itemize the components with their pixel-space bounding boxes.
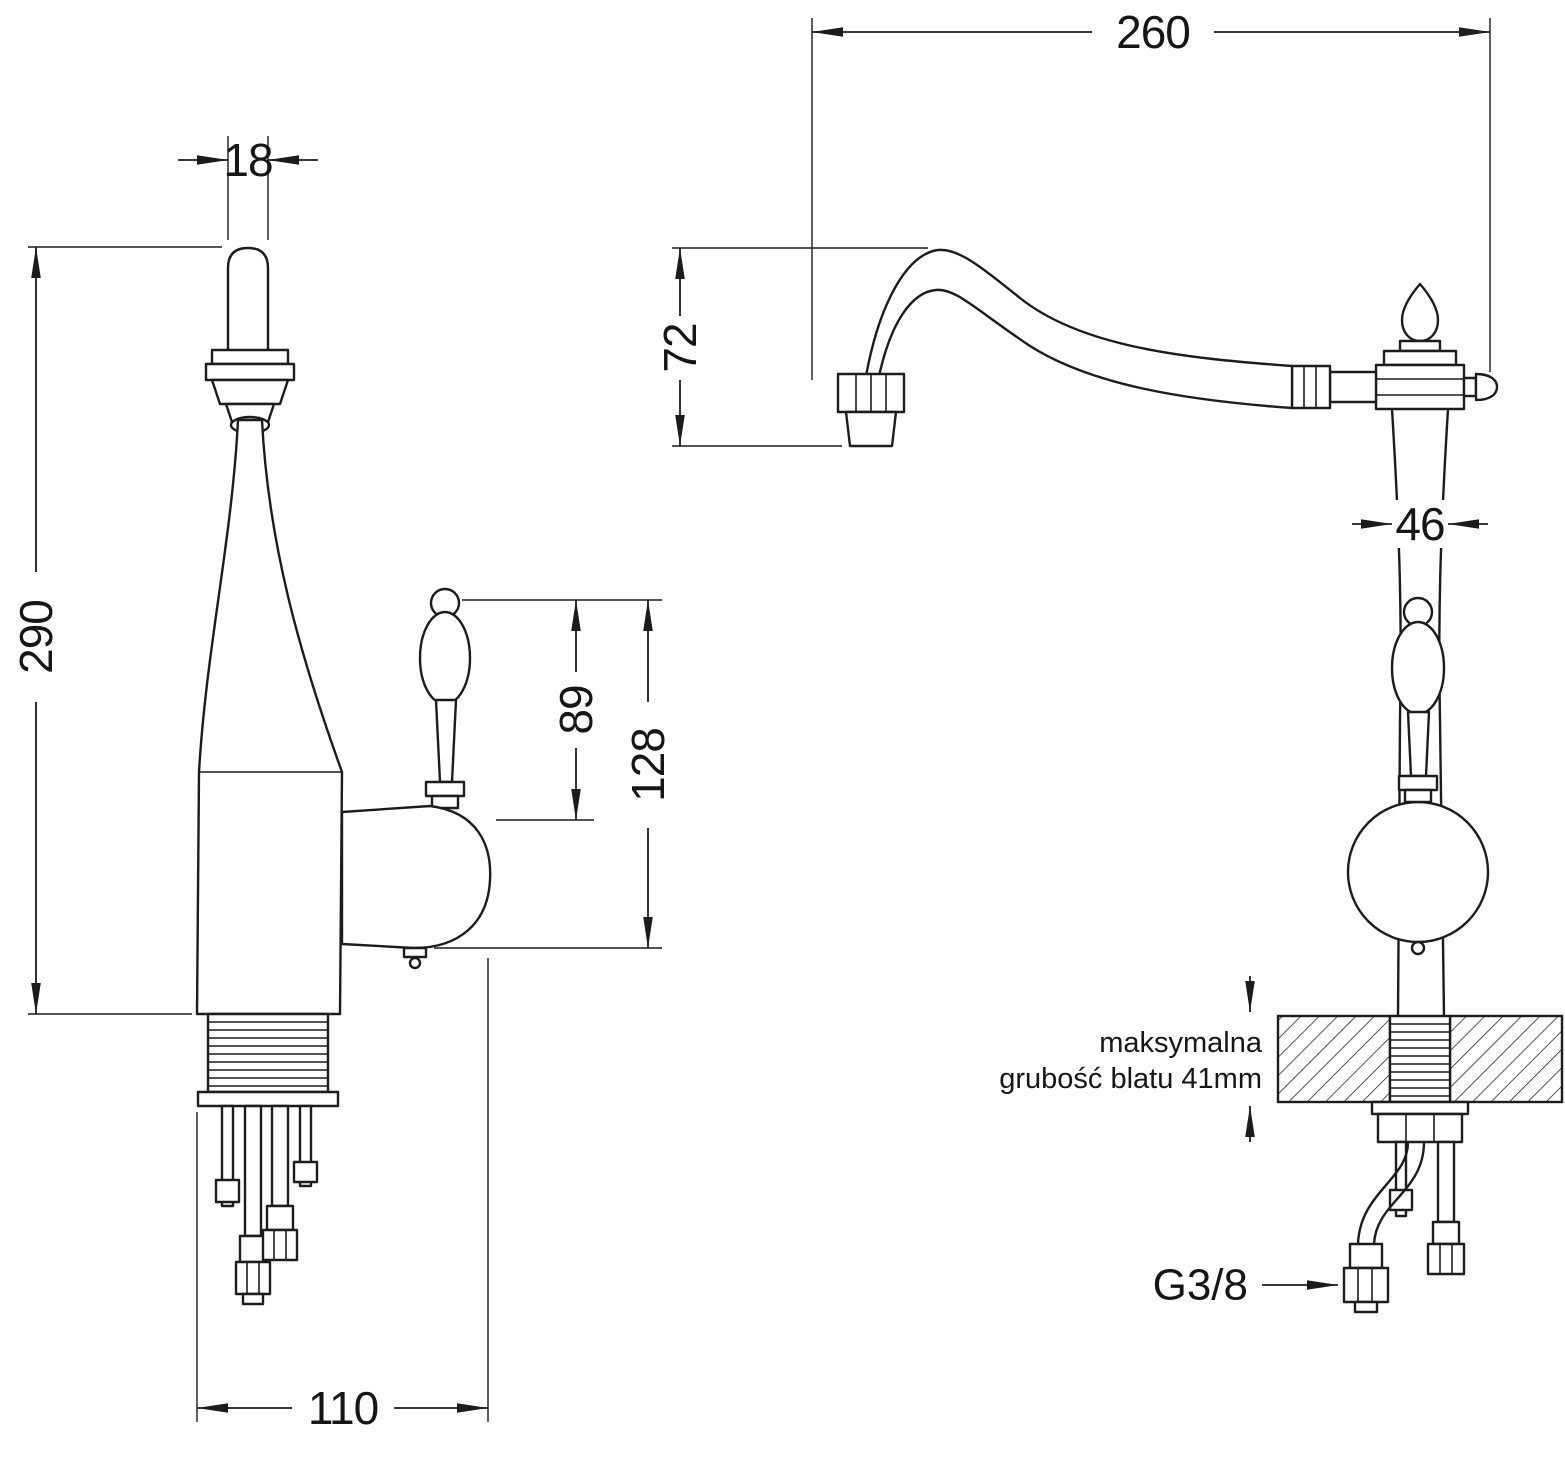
dim-label-260: 260 <box>1116 6 1190 58</box>
dim-label-46: 46 <box>1395 498 1444 550</box>
front-hose-nut <box>1426 1242 1466 1276</box>
front-view-drawing <box>836 248 1564 1314</box>
thread-size-label: G3/8 <box>1153 1261 1338 1310</box>
dimension-body-width: 46 <box>1352 498 1488 550</box>
dimension-base-depth: 110 <box>196 958 489 1434</box>
side-hose-nut <box>234 1260 272 1296</box>
side-mounting-stud <box>298 1104 313 1188</box>
front-spout <box>864 248 1294 410</box>
dimension-spout-tube-width: 18 <box>178 134 318 240</box>
side-handle-stem <box>434 698 458 784</box>
front-spout-connector <box>1328 370 1378 404</box>
front-threaded-shank <box>1388 1014 1452 1104</box>
dim-label-128: 128 <box>622 728 674 802</box>
side-hose-nut <box>261 1228 299 1262</box>
dimension-handle-top-height: 128 <box>434 600 674 949</box>
dim-label-72: 72 <box>654 323 706 372</box>
side-mounting-stud <box>220 1104 235 1208</box>
side-spout-tube <box>226 246 270 354</box>
countertop-slab-right <box>1448 1014 1564 1104</box>
side-handle-housing <box>340 804 492 950</box>
side-body <box>195 418 344 1016</box>
front-ball-joint <box>1346 800 1490 944</box>
front-finial <box>1400 282 1440 343</box>
dimension-handle-height: 89 <box>462 599 662 821</box>
front-hose <box>1436 1140 1456 1224</box>
g38-label: G3/8 <box>1153 1261 1248 1310</box>
countertop-thickness-note: maksymalna grubość blatu 41mm <box>999 976 1263 1142</box>
front-cap <box>1382 349 1458 367</box>
dim-label-290: 290 <box>10 600 62 674</box>
side-mounting-flange <box>196 1090 340 1108</box>
front-handle-stem <box>1406 710 1431 778</box>
side-stud-nut <box>292 1160 319 1184</box>
front-stud-nut <box>1388 1188 1414 1212</box>
side-handle-knob <box>418 610 472 706</box>
front-handle-knob <box>1390 620 1446 716</box>
side-spout-collar-ring <box>204 362 296 382</box>
countertop-slab-left <box>1276 1014 1392 1104</box>
dimension-spout-drop: 72 <box>654 247 928 447</box>
dim-label-110: 110 <box>308 1382 378 1434</box>
front-locknut <box>1376 1112 1464 1144</box>
front-valve-housing <box>1374 363 1466 411</box>
dimension-total-height: 290 <box>10 246 222 1015</box>
front-side-knob <box>1474 372 1499 402</box>
countertop-note-line1: maksymalna <box>1099 1027 1263 1059</box>
dim-label-89: 89 <box>550 685 602 734</box>
side-hose <box>270 1104 290 1208</box>
side-spout-collar-ring <box>210 348 290 366</box>
side-view-drawing <box>195 246 492 1306</box>
countertop-note-line2: grubość blatu 41mm <box>999 1063 1262 1095</box>
front-mounting-stud <box>1394 1140 1408 1218</box>
front-handle-collar <box>1397 774 1439 792</box>
dimension-spout-reach: 260 <box>811 6 1491 380</box>
front-spout-coupling <box>1290 364 1332 410</box>
front-washer <box>1370 1100 1470 1116</box>
side-stud-nut <box>214 1178 241 1204</box>
side-handle-collar <box>424 780 466 798</box>
side-spout-collar-taper <box>210 378 290 406</box>
front-outlet-aerator <box>844 410 898 448</box>
front-hose-nut-g38 <box>1342 1266 1390 1304</box>
side-hose <box>243 1104 263 1238</box>
side-threaded-shank <box>206 1012 330 1094</box>
dim-label-18: 18 <box>223 134 272 186</box>
